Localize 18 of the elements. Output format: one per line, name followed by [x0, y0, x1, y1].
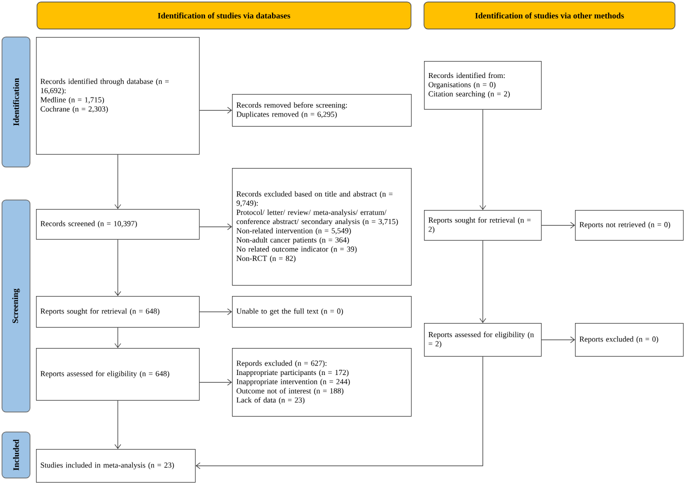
- section-header: Identification of studies via other methods: [424, 2, 676, 30]
- arrow: [480, 240, 486, 323]
- stage-band: Included: [2, 432, 30, 478]
- arrow: [199, 308, 232, 316]
- arrow: [541, 336, 575, 344]
- arrow: [114, 239, 122, 296]
- arrow: [199, 379, 232, 386]
- arrow: [199, 223, 232, 230]
- stage-band: Screening: [2, 200, 30, 412]
- arrow: [114, 400, 122, 449]
- arrow: [114, 327, 122, 348]
- arrow: [480, 109, 486, 210]
- arrow: [199, 107, 232, 114]
- arrow: [196, 356, 484, 470]
- section-header: Identification of studies via databases: [36, 2, 412, 30]
- stage-band: Identification: [2, 36, 30, 168]
- arrow: [114, 154, 122, 209]
- arrow: [541, 222, 575, 229]
